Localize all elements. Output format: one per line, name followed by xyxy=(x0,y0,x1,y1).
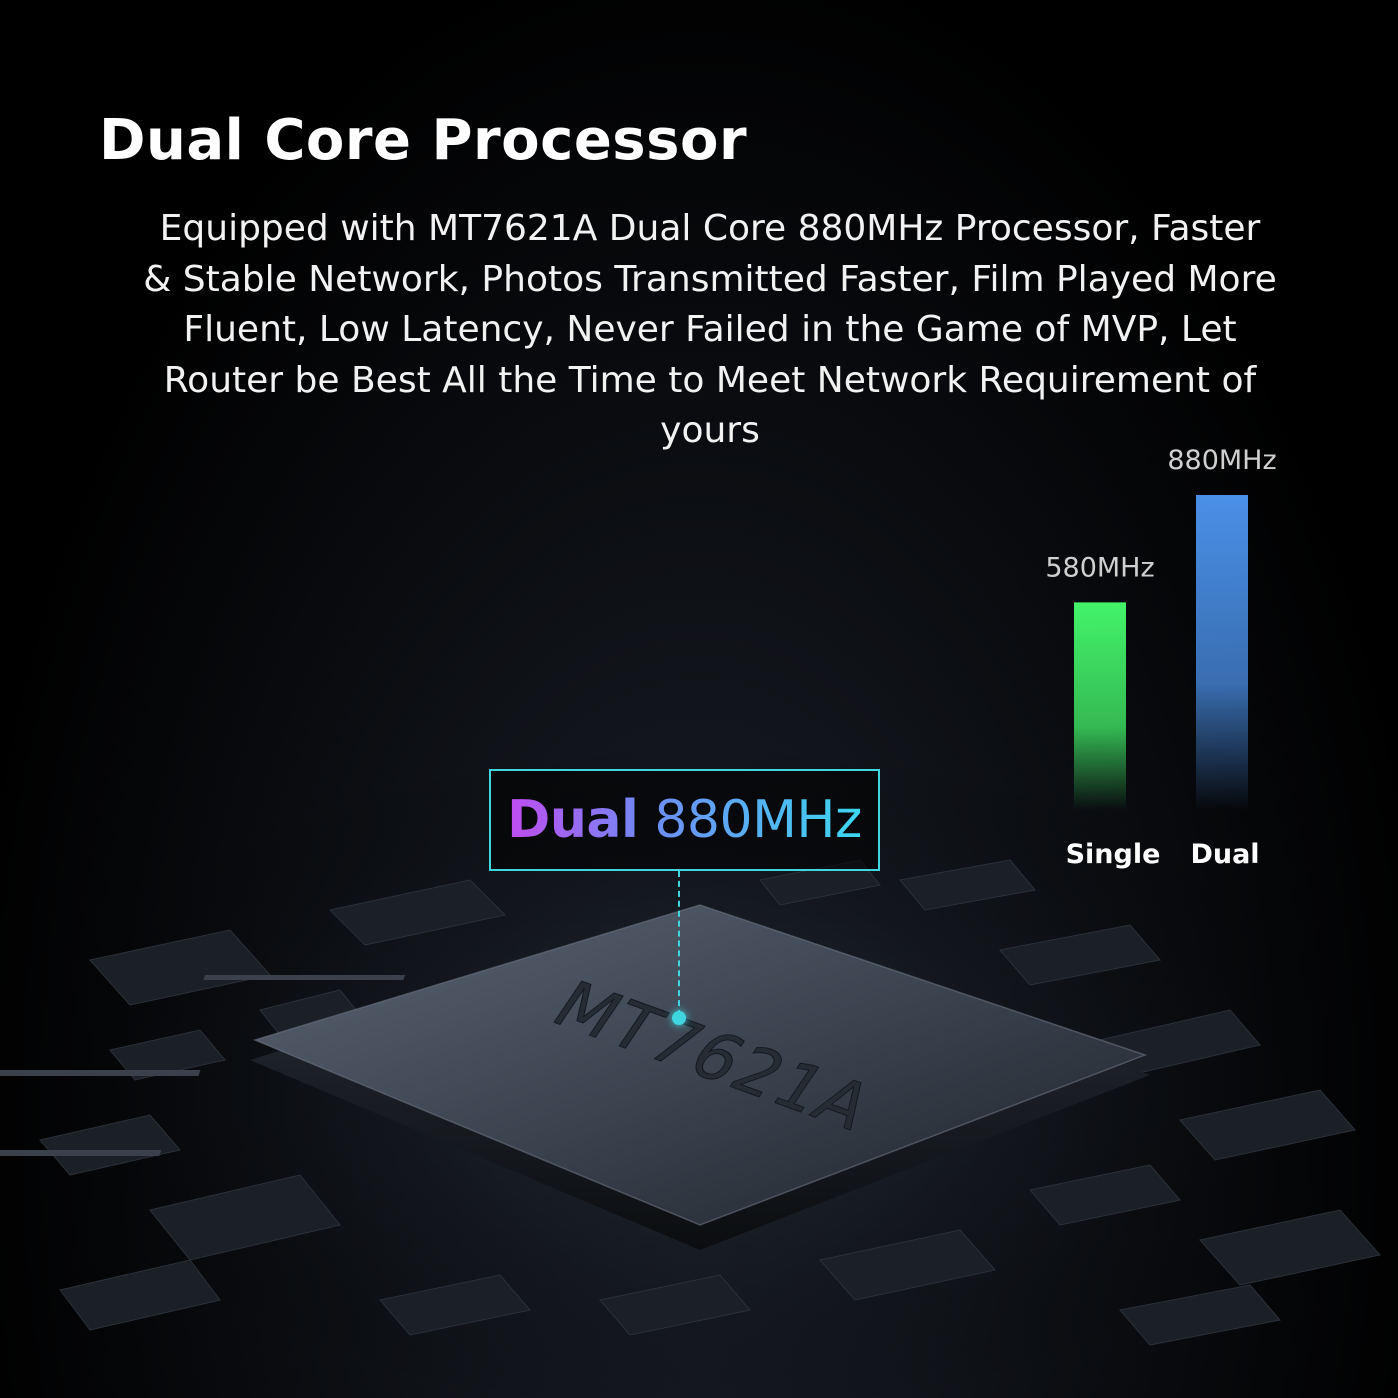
callout-leader-dot xyxy=(672,1011,686,1025)
bar-dual xyxy=(1196,495,1248,810)
description: Equipped with MT7621A Dual Core 880MHz P… xyxy=(60,204,1360,457)
bar-category-label: Dual xyxy=(1190,839,1259,870)
description-line: Router be Best All the Time to Meet Netw… xyxy=(163,359,1257,401)
description-line: Fluent, Low Latency, Never Failed in the… xyxy=(183,309,1237,350)
bar-value-label: 880MHz xyxy=(1167,445,1276,476)
bar-category-label: Single xyxy=(1066,839,1161,870)
callout-label: Dual 880MHz xyxy=(507,790,862,850)
description-line: & Stable Network, Photos Transmitted Fas… xyxy=(143,258,1277,300)
callout-label-strong: Dual xyxy=(507,790,639,850)
description-line: Equipped with MT7621A Dual Core 880MHz P… xyxy=(159,208,1261,249)
callout-label-value: 880MHz xyxy=(654,790,862,850)
callout-leader-line xyxy=(678,871,680,1016)
description-line: yours xyxy=(660,410,760,451)
bar-single xyxy=(1074,602,1126,810)
board-components xyxy=(39,859,1381,1346)
frequency-callout: Dual 880MHz xyxy=(489,769,880,871)
processor-chip xyxy=(250,904,1150,1250)
bar-value-label: 580MHz xyxy=(1045,552,1154,583)
page-title: Dual Core Processor xyxy=(99,108,748,173)
